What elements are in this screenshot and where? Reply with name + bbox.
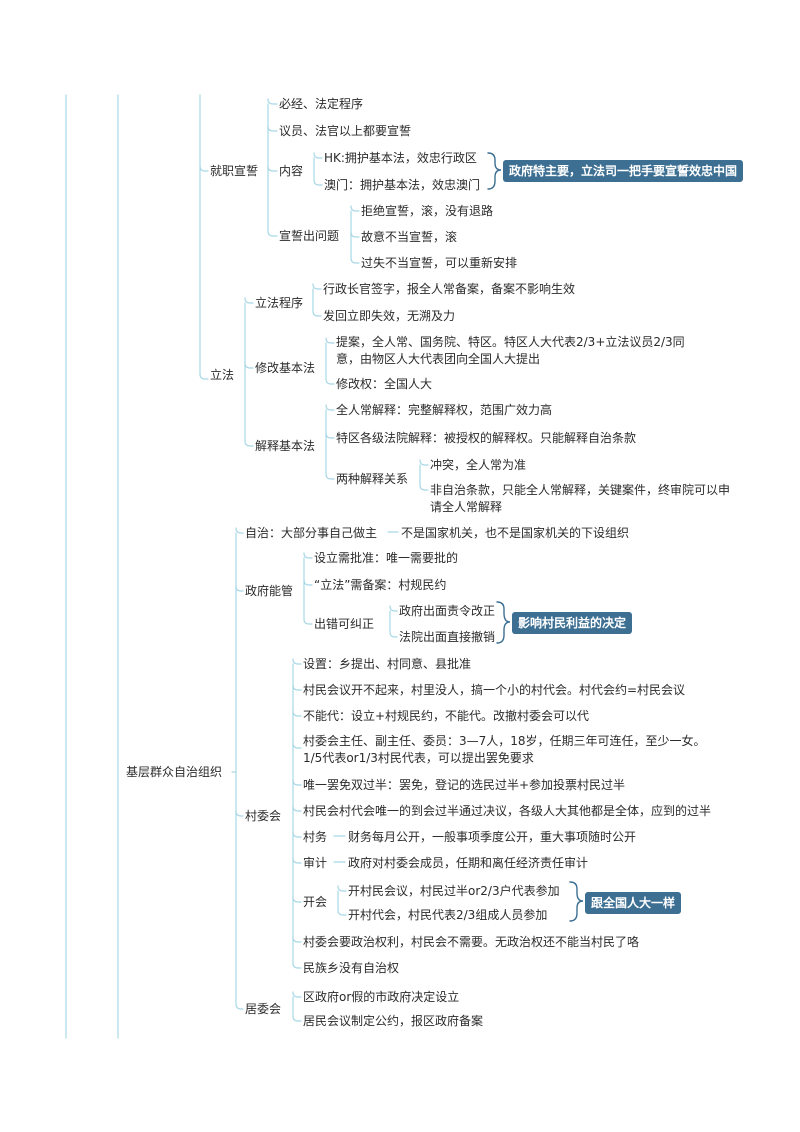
node-zhengzhi: 村委会要政治权利，村民会不需要。无政治权还不能当村民了咯 [303,935,640,949]
node-buneng-dai: 不能代：设立+村规民约，不能代。改撤村委会可以代 [303,709,590,723]
node-chucuo: 出错可纠正 [314,617,375,631]
node-kai-cunmin: 开村民会议，村民过半or2/3户代表参加 [348,884,560,898]
node-qu-zhengfu: 区政府or假的市政府决定设立 [303,990,460,1004]
node-lifa: 立法 [210,368,235,382]
node-minzu: 民族乡没有自治权 [303,961,400,975]
callout-cunmin-liyi: 影响村民利益的决定 [512,612,633,634]
node-zhengfu-neng: 政府能管 [245,584,294,598]
node-juweihui: 居委会 [245,1002,282,1016]
node-cunweihui: 村委会 [245,809,282,823]
node-bijing: 必经、法定程序 [279,97,364,111]
node-daohui: 村民会村代会唯一的到会过半通过决议，各级人大其他都是全体，应到的过半 [303,804,712,818]
node-hk: HK:拥护基本法，效忠行政区 [324,151,477,165]
node-kai-cundai: 开村代会，村民代表2/3组成人员参加 [348,908,548,922]
node-lifa-chengxu: 立法程序 [255,296,304,310]
node-guoshi: 过失不当宣誓，可以重新安排 [361,256,518,270]
node-caiwu: 财务每月公开，一般事项季度公开，重大事项随时公开 [348,830,637,844]
node-shezhi: 设置：乡提出、村同意、县批准 [303,657,472,671]
node-zhengfu-chumian: 政府出面责令改正 [399,604,496,618]
node-jiceng: 基层群众自治组织 [126,765,223,779]
node-fayuan-chumian: 法院出面直接撤销 [399,630,496,644]
node-sheli-pi: 设立需批准：唯一需要批的 [314,551,459,565]
node-xiugaiquan: 修改权：全国人大 [336,377,433,391]
node-jiuzhi-xuanshi: 就职宣誓 [210,164,259,178]
node-fei-zizhi: 非自治条款，只能全人常解释，关键案件，终审院可以申请全人常解释 [430,483,731,514]
node-zizhi: 自治：大部分事自己做主 [245,526,378,540]
node-jujue: 拒绝宣誓，滚，没有退路 [361,204,494,218]
node-guyi: 故意不当宣誓，滚 [361,230,458,244]
node-lifa-beian: “立法”需备案：村规民约 [314,578,447,592]
node-macau: 澳门：拥护基本法，效忠澳门 [324,178,481,192]
node-shenji: 审计 [303,856,328,870]
node-jumin-huiyi: 居民会议制定公约，报区政府备案 [303,1014,484,1028]
node-yiyuan: 议员、法官以上都要宣誓 [279,124,412,138]
node-neirong: 内容 [279,164,304,178]
callout-renda: 跟全国人大一样 [585,892,682,914]
node-cunmin-huiyi: 村民会议开不起来，村里没人，搞一个小的村代会。村代会约=村民会议 [303,683,686,697]
node-bamian: 唯一罢免双过半：罢免，登记的选民过半+参加投票村民过半 [303,778,626,792]
node-tequ-jieshi: 特区各级法院解释：被授权的解释权。只能解释自治条款 [336,431,637,445]
node-bushi: 不是国家机关，也不是国家机关的下设组织 [401,526,630,540]
node-shenji-detail: 政府对村委会成员，任期和离任经济责任审计 [348,856,589,870]
node-cunwu: 村务 [303,830,328,844]
node-quanren-jieshi: 全人常解释：完整解释权，范围广效力高 [336,403,553,417]
node-kaihui: 开会 [303,895,328,909]
callout-gov-oath: 政府特主要，立法司一把手要宣誓效忠中国 [503,160,744,182]
node-xuanshi-wenti: 宣誓出问题 [279,229,340,243]
node-chongtu: 冲突，全人常为准 [430,458,527,472]
node-liangzhong: 两种解释关系 [336,472,409,486]
node-jieshi: 解释基本法 [255,439,316,453]
node-xiugai: 修改基本法 [255,361,316,375]
node-tian: 提案，全人常、国务院、特区。特区人大代表2/3+立法议员2/3同意，由物区人大代… [336,335,685,366]
node-fahui: 发回立即失效，无溯及力 [323,309,456,323]
node-xingzheng: 行政长官签字，报全人常备案，备案不影响生效 [323,282,576,296]
node-zhuren: 村委会主任、副主任、委员：3—7人，18岁，任期三年可连任，至少一女。1/5代表… [303,734,706,765]
